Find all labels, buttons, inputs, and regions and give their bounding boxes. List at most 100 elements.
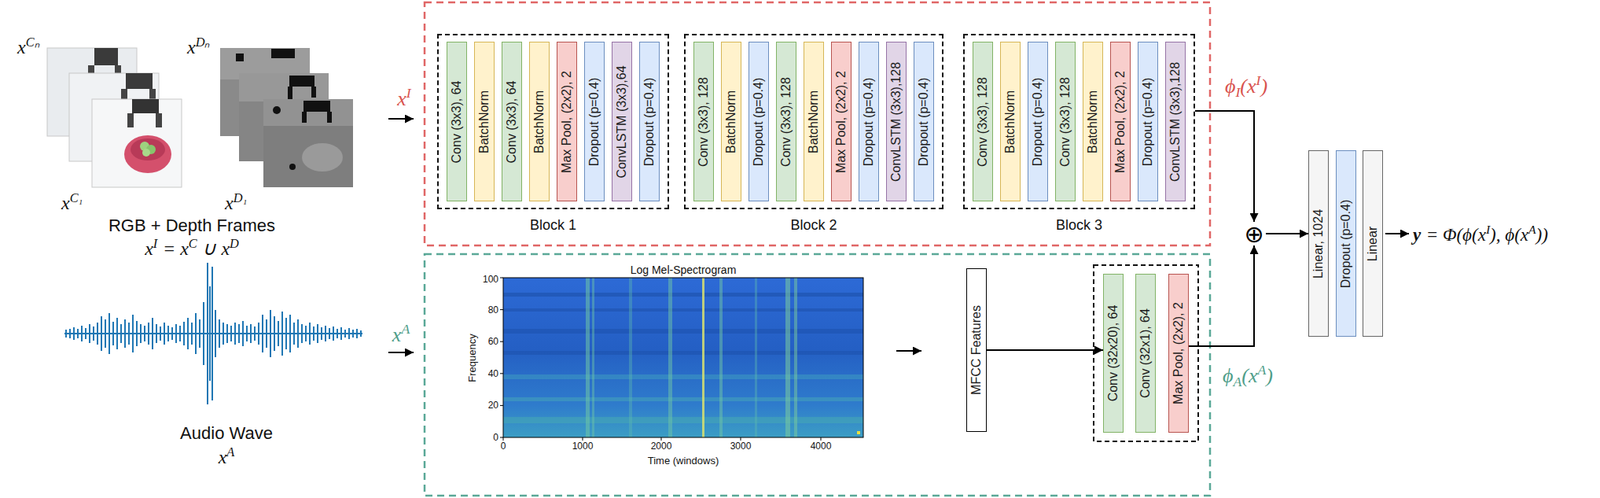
layer-label: Conv (3x3), 128 [975, 77, 990, 167]
label-group: 60 [488, 335, 499, 347]
layer-box: Dropout (p=0.4) [1027, 41, 1049, 202]
label-group: xA [392, 320, 410, 347]
input-arrow [388, 117, 414, 120]
math-label: D [229, 235, 240, 251]
label-group: xA [218, 444, 236, 468]
layer-box: Conv (3x3), 128 [1055, 41, 1076, 202]
input-label: x [392, 322, 402, 346]
layer-box: Max Pool, (2x2), 2 [1168, 273, 1189, 433]
layer-label: Max Pool, (2x2), 2 [1171, 301, 1186, 405]
layer-box: Linear [1362, 150, 1383, 337]
layer-box: BatchNorm [720, 41, 742, 202]
layer-box: BatchNorm [474, 41, 495, 202]
layer-box: Conv (3x3), 64 [446, 41, 468, 202]
label-group: 4000 [810, 440, 832, 452]
block-box: Block 3Conv (3x3), 128BatchNormDropout (… [963, 33, 1196, 210]
layer-box: ConvLSTM (3x3),64 [611, 41, 633, 202]
layer-label: ConvLSTM (3x3),64 [614, 65, 629, 178]
feature-label: ϕ [1222, 364, 1233, 387]
label-group: Time (windows) [647, 454, 720, 467]
output-label: )) [1536, 224, 1549, 244]
tick-label: 2000 [651, 440, 673, 452]
layer-label: Dropout (p=0.4) [751, 77, 766, 166]
label-group: Frequency [466, 333, 479, 382]
layer-box: ConvLSTM (3x3),128 [886, 41, 907, 202]
tick-label: 100 [482, 273, 499, 285]
tick-label: 40 [488, 367, 499, 379]
math-label: x [218, 446, 228, 468]
math-label: Cₙ [25, 34, 41, 50]
tick-label: 4000 [810, 440, 832, 452]
layer-label: Linear [1365, 225, 1380, 261]
math-label: A [226, 444, 235, 460]
layer-box: BatchNorm [1000, 41, 1021, 202]
feature-box: MFCC Features [966, 268, 987, 432]
math-label: x [144, 238, 154, 259]
depth-frames [220, 47, 354, 188]
output-label: I [1485, 222, 1490, 236]
label-group: xC₁ [61, 190, 83, 214]
layer-box: Dropout (p=0.4) [639, 41, 660, 202]
label-group: Log Mel-Spectrogram [630, 263, 737, 276]
layer-label: Dropout (p=0.4) [1140, 77, 1155, 166]
label-group: 20 [488, 399, 499, 411]
label-group: xDₙ [187, 33, 210, 59]
input-arrow [388, 351, 414, 354]
layer-box: Dropout (p=0.4) [858, 41, 880, 202]
layer-label: Max Pool, (2x2), 2 [834, 70, 849, 173]
caption-label: RGB + Depth Frames [108, 215, 276, 236]
feature-label: ϕ [1224, 74, 1236, 98]
layer-box: Linear, 1024 [1308, 150, 1329, 337]
math-label: x [17, 36, 26, 58]
output-label: ), ϕ(x [1489, 224, 1529, 244]
output-arrow [1385, 232, 1409, 235]
layer-label: Conv (32x1), 64 [1138, 308, 1153, 398]
layer-label: BatchNorm [806, 89, 821, 153]
layer-label: Dropout (p=0.4) [587, 77, 602, 166]
label-group: RGB + Depth Frames [108, 215, 276, 236]
layer-box: Dropout (p=0.4) [913, 41, 935, 202]
layer-label: ConvLSTM (3x3),128 [889, 61, 904, 181]
math-label: x [187, 36, 196, 58]
axis-title: Time (windows) [647, 454, 720, 467]
layer-label: BatchNorm [1003, 89, 1018, 153]
tick-label: 80 [488, 304, 499, 316]
audio-branch-region [424, 253, 1211, 496]
label-group: xD₁ [224, 190, 247, 214]
tick-label: 0 [500, 440, 507, 452]
output-label: y [1412, 224, 1421, 244]
output-label: A [1528, 222, 1537, 236]
layer-label: Conv (32x20), 64 [1106, 305, 1121, 402]
layer-label: ConvLSTM (3x3),128 [1168, 61, 1183, 181]
feature-label: I [1235, 84, 1240, 100]
layer-box: Dropout (p=0.4) [748, 41, 769, 202]
layer-box: ConvLSTM (3x3),128 [1165, 41, 1186, 202]
layer-box: Conv (3x3), 128 [972, 41, 994, 202]
feature-label: I [1256, 72, 1262, 89]
layer-label: Dropout (p=0.4) [1338, 198, 1354, 288]
layer-box: Max Pool, (2x2), 2 [556, 41, 578, 202]
layer-label: BatchNorm [477, 89, 492, 153]
layer-label: Max Pool, (2x2), 2 [1113, 70, 1128, 173]
input-label: I [406, 84, 412, 101]
sum-node: ⊕ [1242, 221, 1266, 246]
layer-box: Conv (32x1), 64 [1135, 273, 1156, 433]
input-label: A [400, 320, 410, 337]
chart-title: Log Mel-Spectrogram [630, 263, 737, 276]
layer-box: Dropout (p=0.4) [1335, 150, 1357, 337]
math-label: C₁ [69, 190, 84, 206]
tick-label: 3000 [730, 440, 752, 452]
math-label: = x [162, 238, 189, 259]
feature-label: A [1232, 373, 1242, 390]
layer-label: Conv (3x3), 64 [449, 80, 464, 163]
tick-label: 1000 [572, 440, 594, 452]
feature-label: (x [1239, 74, 1256, 98]
block-label: Block 3 [964, 217, 1194, 234]
block-label: Block 2 [685, 217, 942, 234]
layer-box: Dropout (p=0.4) [1137, 41, 1159, 202]
feature-label: (x [1241, 364, 1258, 387]
label-group: xI= xC∪ xD [144, 235, 240, 260]
layer-label: Dropout (p=0.4) [642, 77, 657, 166]
label-group: y= Φ(ϕ(xI), ϕ(xA)) [1412, 222, 1549, 246]
